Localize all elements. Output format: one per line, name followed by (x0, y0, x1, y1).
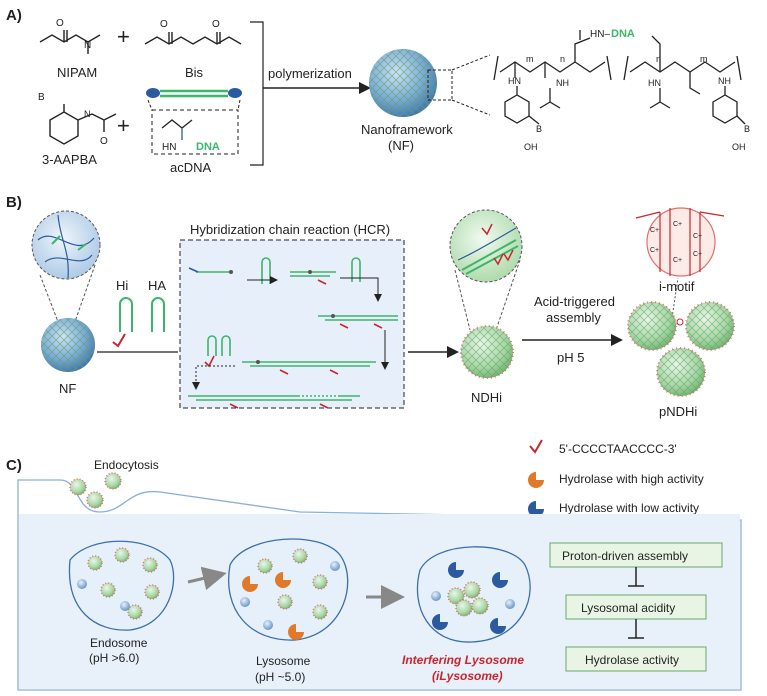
pndhi-cluster (627, 301, 735, 397)
flow-hydrolase-activity: Hydrolase activity (585, 653, 679, 667)
nipam-structure (39, 30, 101, 54)
polymer-oh-label-2: OH (732, 142, 746, 152)
nanoframework-label: Nanoframework (361, 122, 453, 137)
aapba-o-label: O (100, 136, 108, 147)
aapba-structure (49, 104, 117, 145)
lysosome-label: Lysosome (256, 654, 311, 668)
polymer-nh-1: NH (556, 78, 569, 88)
panel-b-label: B) (6, 194, 22, 211)
polymer-hn-1: HN (508, 76, 521, 86)
endosome-to-lysosome-arrow (187, 566, 227, 591)
imotif-bubble (635, 207, 725, 319)
plus-sign-2: + (117, 113, 130, 138)
flow-box-hydrolase-activity (565, 646, 707, 672)
nf-abbrev-label: (NF) (388, 138, 414, 153)
inhibit-symbol-1 (628, 567, 644, 587)
nf-sphere (41, 318, 95, 372)
nipam-label: NIPAM (57, 65, 97, 80)
flow-box-lysosomal-acidity (565, 594, 707, 620)
assembly-label: assembly (546, 310, 601, 325)
polymer-structure (493, 30, 746, 125)
c-plus-2: C+ (673, 221, 682, 228)
pndhi-label: pNDHi (659, 404, 697, 419)
polymer-oh-label-1: OH (524, 142, 538, 152)
ilysosome-vesicle (416, 546, 531, 643)
hairpins-icon (112, 297, 165, 348)
hcr-steps (188, 257, 398, 409)
polymer-b-label-1: B (536, 124, 542, 134)
c-plus-3: C+ (693, 233, 702, 240)
polymer-b-label-2: B (744, 124, 750, 134)
endosome-ph-label: (pH >6.0) (89, 651, 139, 665)
hi-label: Hi (116, 278, 128, 293)
polymer-nh-3: NH (718, 76, 731, 86)
polymer-n-label-2: n (656, 54, 661, 64)
polymer-nh-2: HN (648, 78, 661, 88)
acdna-label: acDNA (170, 160, 212, 175)
aapba-boh-label: B (38, 92, 45, 103)
bis-label: Bis (185, 65, 204, 80)
nanoframework-sphere (369, 49, 491, 117)
c-plus-6: C+ (693, 251, 702, 258)
aapba-label: 3-AAPBA (42, 152, 97, 167)
ndhi-zoom-bubble (449, 209, 523, 331)
endocytosis-particles (69, 472, 122, 509)
strand-check-icon (529, 439, 543, 454)
endosome-label: Endosome (90, 636, 148, 650)
nipam-o-label: O (56, 18, 64, 29)
panel-c-label: C) (6, 457, 22, 474)
acid-triggered-label: Acid-triggered (534, 294, 615, 309)
nf-zoom-bubble (31, 210, 101, 333)
flow-proton-assembly: Proton-driven assembly (562, 549, 688, 563)
hcr-box (179, 239, 405, 409)
c-plus-4: C+ (650, 247, 659, 254)
aapba-nh-label: N (84, 109, 91, 119)
c-plus-1: C+ (650, 227, 659, 234)
endocytosis-label: Endocytosis (94, 458, 159, 472)
c-plus-5: C+ (673, 257, 682, 264)
legend: 5'-CCCCTAACCCC-3' Hydrolase with high ac… (528, 439, 704, 517)
imotif-label: i-motif (659, 279, 695, 294)
acdna-nh-label: HN (162, 142, 176, 153)
bis-structure (144, 32, 242, 45)
polymerization-label: polymerization (268, 66, 352, 81)
panel-a-label: A) (6, 7, 22, 24)
acdna-dna-label: DNA (196, 141, 220, 153)
polymer-dna-label: DNA (611, 28, 635, 40)
polymer-n-label-1: n (560, 54, 565, 64)
legend-sequence: 5'-CCCCTAACCCC-3' (559, 442, 677, 456)
reactant-bracket (250, 21, 264, 166)
orange-pacman-icon (528, 472, 544, 488)
hcr-title: Hybridization chain reaction (HCR) (190, 222, 390, 237)
polymer-m-label-1: m (526, 54, 534, 64)
acdna-structure (146, 88, 242, 155)
ilysosome-abbrev-label: (iLysosome) (432, 669, 503, 683)
ph-5-label: pH 5 (557, 350, 584, 365)
nipam-nh-label: N (84, 40, 91, 51)
bis-o-label-1: O (160, 19, 168, 30)
ndhi-sphere (460, 325, 514, 379)
plus-sign-1: + (117, 24, 130, 49)
inhibition-flow: Proton-driven assembly Lysosomal acidity… (549, 542, 723, 672)
ilysosome-label: Interfering Lysosome (402, 653, 524, 667)
ndhi-label: NDHi (471, 390, 502, 405)
nf-label: NF (59, 381, 76, 396)
polymer-m-label-2: m (700, 54, 708, 64)
lysosome-vesicle (228, 538, 349, 641)
ha-label: HA (148, 278, 166, 293)
inhibit-symbol-2 (628, 619, 644, 639)
endosome-vesicle (68, 540, 175, 631)
legend-high-activity: Hydrolase with high activity (559, 472, 704, 486)
polymer-hn-label: HN– (590, 29, 610, 40)
lysosome-ph-label: (pH ~5.0) (255, 670, 305, 684)
bis-o-label-2: O (212, 19, 220, 30)
legend-low-activity: Hydrolase with low activity (559, 501, 699, 515)
blue-pacman-icon (528, 501, 544, 517)
flow-lysosomal-acidity: Lysosomal acidity (581, 601, 675, 615)
